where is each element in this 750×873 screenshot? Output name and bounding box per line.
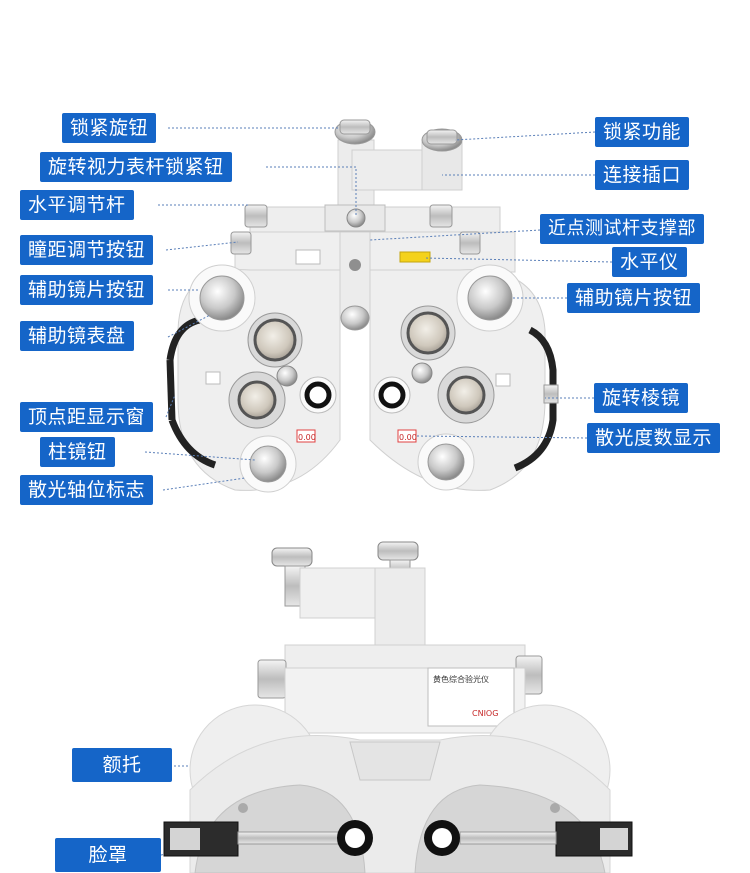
label-lock-function: 锁紧功能: [595, 117, 690, 147]
label-connect-socket: 连接插口: [595, 160, 690, 190]
label-cyl-display: 散光度数显示: [587, 423, 721, 453]
label-cyl-knob: 柱镜钮: [40, 437, 115, 467]
label-face-shield: 脸罩: [55, 838, 161, 872]
label-pd-adjust-button: 瞳距调节按钮: [20, 235, 154, 265]
label-aux-lens-button-right: 辅助镜片按钮: [567, 283, 701, 313]
brand-text: CNIOG: [472, 709, 498, 718]
label-level-adjust-rod: 水平调节杆: [20, 190, 134, 220]
small-red-right: 0.00: [399, 433, 417, 442]
label-level-meter: 水平仪: [612, 247, 687, 277]
label-axis-mark: 散光轴位标志: [20, 475, 154, 505]
label-forehead-rest: 额托: [72, 748, 172, 782]
label-aux-lens-dial: 辅助镜表盘: [20, 321, 134, 351]
plate-text: 黄色综合验光仪: [433, 674, 489, 684]
small-red-left: 0.00: [298, 433, 316, 442]
bottom-device: [163, 541, 633, 873]
top-device: [166, 119, 559, 493]
label-rotary-prism: 旋转棱镜: [594, 383, 689, 413]
label-rotate-chart-rod-lock: 旋转视力表杆锁紧钮: [40, 152, 232, 182]
label-vertex-window: 顶点距显示窗: [20, 402, 154, 432]
label-lock-knob: 锁紧旋钮: [62, 113, 157, 143]
leader-lines: [144, 127, 613, 856]
label-aux-lens-button-left: 辅助镜片按钮: [20, 275, 154, 305]
label-near-rod-support: 近点测试杆支撑部: [540, 214, 704, 244]
